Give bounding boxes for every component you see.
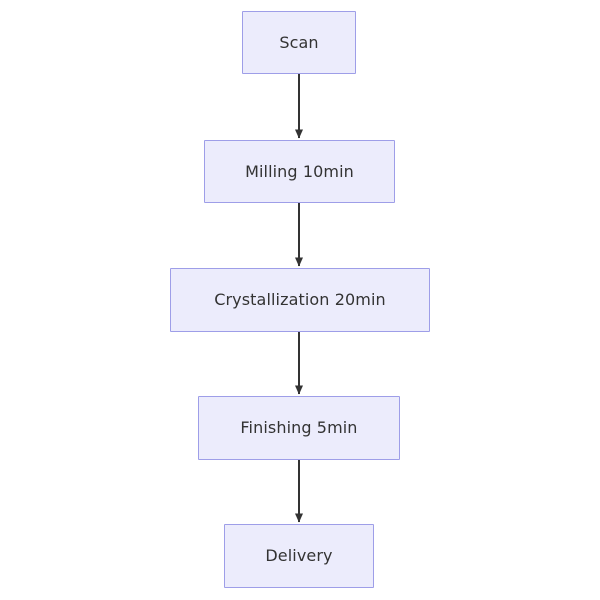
- node-label-crystallization: Crystallization 20min: [214, 290, 386, 309]
- node-scan[interactable]: Scan: [242, 11, 356, 74]
- node-milling[interactable]: Milling 10min: [204, 140, 395, 203]
- node-delivery[interactable]: Delivery: [224, 524, 374, 588]
- node-crystallization[interactable]: Crystallization 20min: [170, 268, 430, 332]
- node-finishing[interactable]: Finishing 5min: [198, 396, 400, 460]
- node-label-finishing: Finishing 5min: [240, 418, 358, 437]
- node-label-delivery: Delivery: [265, 546, 333, 565]
- node-label-scan: Scan: [279, 32, 319, 52]
- node-label-milling: Milling 10min: [245, 161, 354, 181]
